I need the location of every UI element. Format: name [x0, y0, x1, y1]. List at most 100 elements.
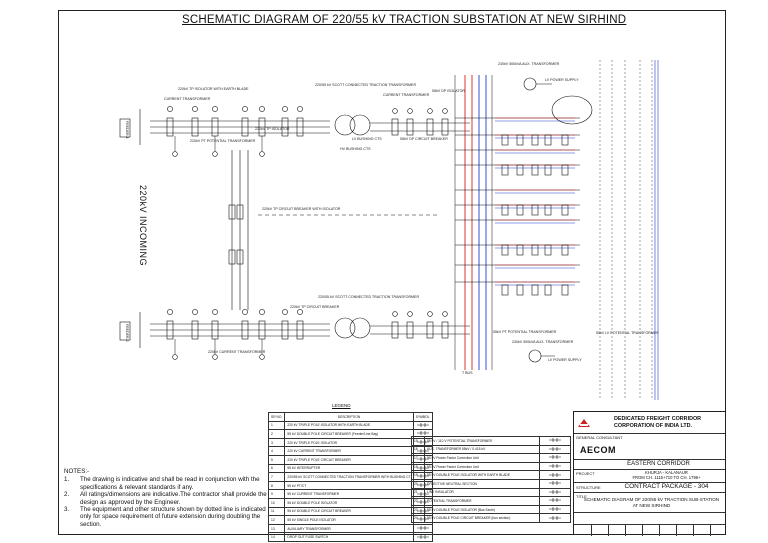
client-name-line1: DEDICATED FREIGHT CORRIDOR	[614, 416, 702, 422]
transformer-winding-icon	[349, 114, 371, 136]
drawing-title-line1: SCHEMATIC DIAGRAM OF 220/55 kV TRACTION …	[583, 497, 720, 502]
bus-switch-icon	[228, 249, 236, 265]
legend-symbol-icon	[412, 523, 433, 534]
legend-sr-no: 18	[411, 461, 425, 472]
legend-symbol-icon	[539, 461, 571, 472]
lv-switch-icon	[391, 321, 399, 339]
note-number: 2.	[64, 491, 70, 499]
feeder-switch-icon	[516, 164, 524, 176]
switchgear-icon	[296, 117, 304, 137]
feeder-switch-icon	[531, 204, 539, 216]
feeder-switch-icon	[501, 284, 509, 296]
label-lv-supply-bottom: LV POWER SUPPLY	[548, 358, 582, 362]
label-isolator-top: 220kV TP ISOLATOR WITH EARTH BLADE	[178, 87, 249, 91]
switchgear-icon	[166, 320, 174, 340]
legend-sr-no: 20	[411, 478, 425, 489]
ref-circle-icon	[427, 311, 433, 317]
legend-description: EFFECTIVE NEUTRAL SECTION	[424, 478, 540, 489]
feeder-switch-icon	[531, 284, 539, 296]
switchgear-icon	[281, 117, 289, 137]
label-ct-bottom: 220kV CURRENT TRANSFORMER	[208, 350, 266, 354]
label-cb-bottom: 220kV TP CIRCUIT BREAKER	[290, 305, 340, 309]
ref-circle-icon	[392, 108, 398, 114]
legend-symbol-icon	[539, 487, 571, 498]
bus-switch-icon	[228, 204, 236, 220]
note-number: 3.	[64, 506, 70, 514]
note-number: 1.	[64, 476, 70, 484]
legend-symbol-icon	[539, 444, 571, 455]
feeder-label: FEEDER-2	[125, 324, 129, 342]
aecom-logo: AECOM	[580, 445, 616, 455]
ref-circle-icon	[282, 106, 288, 112]
legend-description: 220 kV TRIPLE POLE ISOLATOR	[284, 437, 414, 448]
legend-symbol-icon	[412, 420, 433, 431]
project-line2: FROM CH. 1115+710 TO CH. 1796+	[632, 475, 701, 480]
label-cb-mid: 220kV TP CIRCUIT BREAKER WITH ISOLATOR	[262, 207, 341, 211]
legend-description: 220/55 kV SCOTT CONNECTED TRACTION TRANS…	[284, 472, 414, 482]
transformer-winding-icon	[349, 317, 371, 339]
label-lv-bushing: LV BUSHING CTS	[352, 137, 382, 141]
feeder-switch-icon	[501, 164, 509, 176]
feeder-switch-icon	[544, 284, 552, 296]
drawing-title-label: TITLE	[576, 494, 587, 499]
switchgear-icon	[191, 320, 199, 340]
legend-description: 55 kV DOUBLE POLE ISOLATOR WITH EARTH BL…	[424, 470, 540, 480]
legend-description: 55 kV DOUBLE POLE ISOLATOR (Bus Sectn)	[424, 504, 540, 515]
feeder-switch-icon	[516, 204, 524, 216]
ref-circle-icon	[167, 309, 173, 315]
feeder-switch-icon	[531, 164, 539, 176]
legend-header: SYMBOL	[412, 412, 433, 422]
feeder-switch-icon	[516, 134, 524, 146]
label-lv-supply-top: LV POWER SUPPLY	[545, 78, 579, 82]
legend-description: AUXILIARY TRANSFORMER	[284, 523, 414, 534]
lv-switch-icon	[426, 118, 434, 136]
legend-sr-no: 3	[267, 437, 286, 448]
feeder-switch-icon	[516, 244, 524, 256]
legend-title: LEGEND	[332, 403, 351, 408]
ref-circle-icon	[242, 309, 248, 315]
ref-circle-icon	[212, 151, 218, 157]
aux-transformer-icon	[523, 77, 537, 91]
transformer-winding-icon	[334, 317, 356, 339]
legend-description: 55 kV DOUBLE POLE CIRCUIT BREAKER (Feede…	[284, 429, 414, 439]
ref-circle-icon	[212, 309, 218, 315]
ref-circle-icon	[427, 108, 433, 114]
switchgear-icon	[281, 320, 289, 340]
lv-switch-icon	[426, 321, 434, 339]
ref-circle-icon	[212, 106, 218, 112]
label-dp-cb: 55kV DP CIRCUIT BREAKER	[400, 137, 448, 141]
dfc-logo-icon	[578, 419, 590, 427]
legend-sr-no: 23	[411, 504, 425, 515]
ref-circle-icon	[297, 106, 303, 112]
lv-switch-icon	[406, 321, 414, 339]
legend-sr-no: 24	[411, 513, 425, 523]
feeder-switch-icon	[501, 204, 509, 216]
legend-description: 55 kV INTERRUPTER	[284, 463, 414, 474]
ref-circle-icon	[212, 354, 218, 360]
structure-label: STRUCTURE	[576, 485, 601, 490]
ref-circle-icon	[297, 309, 303, 315]
legend-description: POTENTIAL TRANSFORMER	[424, 496, 540, 506]
legend-header: SR NO.	[267, 412, 286, 422]
legend-symbol-icon	[539, 504, 571, 515]
legend-symbol-icon	[539, 496, 571, 506]
note-item: 3.The equipment and other structure show…	[64, 506, 276, 528]
legend-description: 55 kV Power Factor Correction Unit	[424, 453, 540, 463]
feeder-switch-icon	[531, 134, 539, 146]
legend-description: 220 kV CURRENT TRANSFORMER	[284, 446, 414, 456]
notes-heading: NOTES:-	[64, 468, 90, 475]
title-block: DEDICATED FREIGHT CORRIDOR CORPORATION O…	[573, 411, 726, 536]
feeder-switch-icon	[544, 134, 552, 146]
